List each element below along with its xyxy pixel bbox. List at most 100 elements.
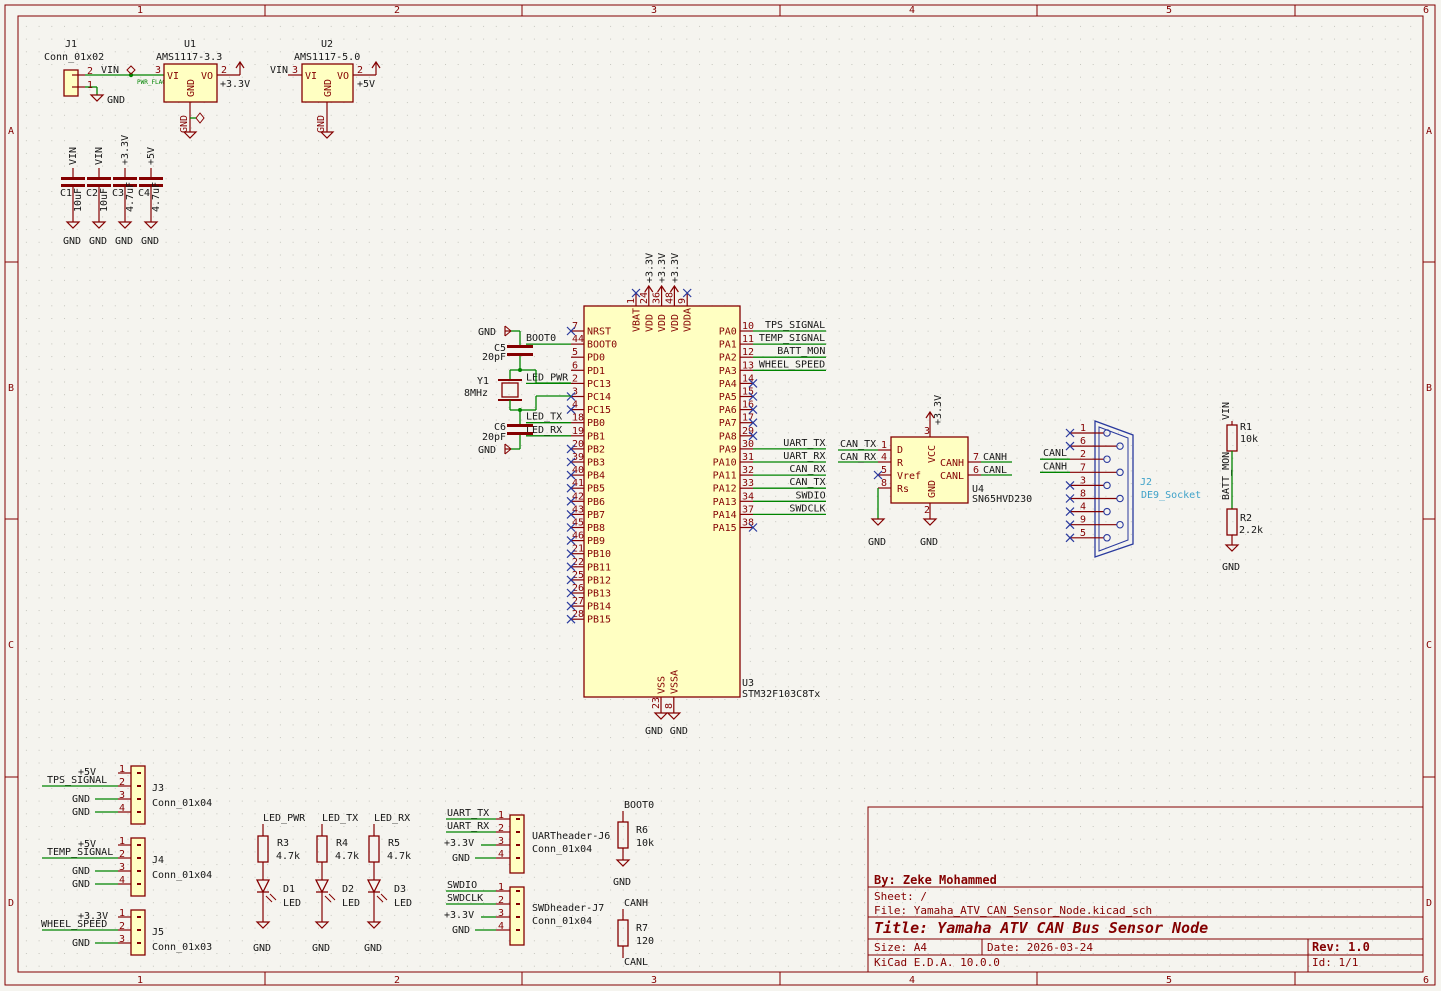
header-uartheader-j6[interactable]: 1UART_TX2UART_RX3+3.3V4GNDUARTheader-J6C…: [444, 808, 610, 874]
transceiver-body[interactable]: [890, 436, 969, 504]
gnd-symbol-icon: [666, 712, 682, 720]
r7-ref: R7: [636, 923, 648, 934]
db9-pin-8[interactable]: 8: [1065, 489, 1124, 503]
led-ref: D2: [342, 884, 354, 895]
led-ref: D3: [394, 884, 406, 895]
pin-net: GND: [670, 726, 688, 737]
cap-gnd: GND: [89, 236, 107, 247]
u2-value: AMS1117-5.0: [294, 52, 360, 63]
led-net: LED_TX: [322, 813, 358, 824]
resistor-ref: R3: [277, 838, 289, 849]
frame-col-label: 6: [1423, 5, 1429, 16]
led-icon: [255, 879, 271, 894]
db9-pin-5[interactable]: 5: [1065, 528, 1111, 543]
u1-regulator[interactable]: [163, 63, 218, 103]
pin-number: 9: [677, 298, 688, 304]
db9-pin-3[interactable]: 3: [1065, 475, 1111, 490]
pin-name: VDD: [670, 314, 681, 332]
j1-connector[interactable]: [63, 69, 79, 97]
pin-net: UART_RX: [783, 451, 825, 462]
u2-regulator[interactable]: [301, 63, 354, 103]
frame-row-label: B: [8, 383, 14, 394]
date: Date: 2026-03-24: [987, 941, 1093, 954]
db9-pin-6[interactable]: 6: [1065, 436, 1124, 451]
db9-pin-4[interactable]: 4: [1065, 502, 1111, 517]
crystal-y1[interactable]: [501, 382, 519, 398]
pin-number: 2: [119, 777, 125, 788]
pin-number: 5: [572, 347, 578, 358]
gnd-symbol-icon: [615, 859, 631, 867]
header-value: Conn_01x04: [532, 916, 592, 927]
can-transceiver-u4: D R Vref Rs VCC GND CANH CANL 1 4 5 8 CA…: [838, 395, 1032, 548]
pin-net: +3.3V: [78, 911, 108, 922]
u2-out-net: +5V: [357, 79, 375, 90]
u2-ref: U2: [321, 39, 333, 50]
pin-number: 4: [498, 921, 504, 932]
db9-pin-9[interactable]: 9: [1065, 515, 1124, 530]
pin-number: 34: [742, 491, 754, 502]
header-swdheader-j7[interactable]: 1SWDIO2SWDCLK3+3.3V4GNDSWDheader-J7Conn_…: [444, 880, 604, 946]
pin-number: 4: [119, 803, 125, 814]
db9-pin-1[interactable]: 1: [1065, 423, 1111, 438]
u2-vo: VO: [337, 71, 349, 82]
mcu-body[interactable]: [583, 305, 741, 698]
